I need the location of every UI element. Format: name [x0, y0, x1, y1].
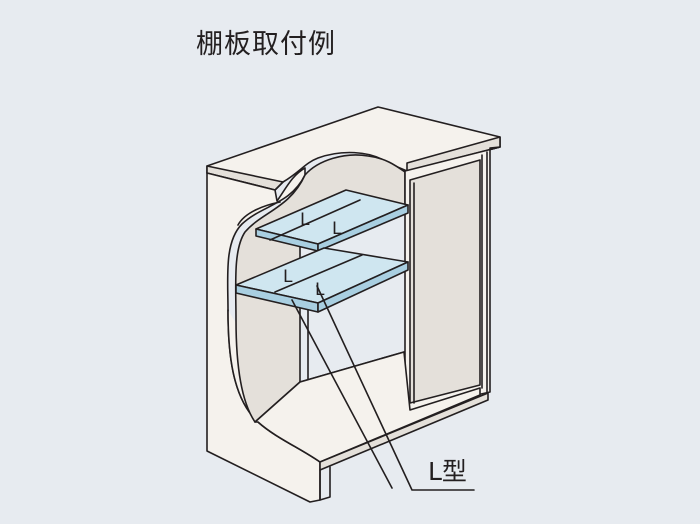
- callout-leader-lines: [291, 285, 475, 491]
- bottom-board: [254, 351, 489, 501]
- bracket-mark: L: [283, 267, 293, 287]
- bracket-mark: L: [332, 219, 342, 239]
- upper-shelf: [255, 189, 409, 252]
- right-side-panel: [404, 146, 501, 411]
- bracket-mark: L: [315, 280, 325, 300]
- l-bracket-label: L型: [428, 457, 467, 486]
- bracket-mark: L: [300, 210, 310, 230]
- diagram-title: 棚板取付例: [196, 29, 336, 60]
- lower-shelf: [235, 247, 409, 313]
